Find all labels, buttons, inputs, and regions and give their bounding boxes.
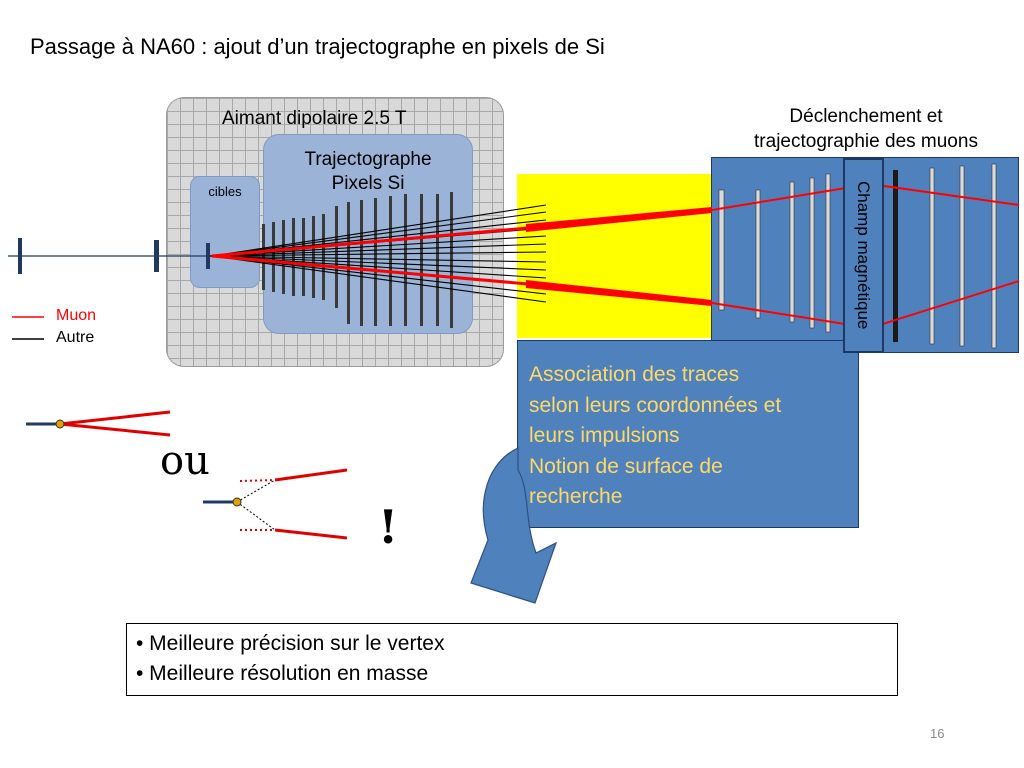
other-track	[211, 235, 547, 257]
magnetic-field-label: Champ magnétique	[854, 181, 873, 330]
chamber	[929, 167, 935, 345]
page-number: 16	[930, 726, 945, 741]
other-track	[211, 255, 547, 263]
other-track	[211, 204, 547, 257]
chamber	[809, 177, 815, 329]
spectrometer-chambers	[718, 163, 997, 349]
vertex1-muon-lower	[59, 422, 171, 437]
vertex1-muon-upper	[59, 410, 171, 426]
vertex2-muon-upper	[274, 468, 348, 482]
vertex2-dotted-upper	[236, 479, 276, 503]
pixel-plane	[322, 214, 325, 300]
muon-absorber-upper	[526, 207, 712, 232]
other-track	[211, 255, 547, 303]
vertex2-dotted-lower	[236, 501, 276, 531]
exclamation-mark: !	[378, 500, 399, 554]
targets-label: cibles	[208, 184, 242, 199]
slide-title: Passage à NA60 : ajout d’un trajectograp…	[30, 34, 605, 59]
association-line: leurs impulsions	[529, 424, 680, 447]
muon-track-upper	[211, 226, 529, 258]
result-item-vertex: • Meilleure précision sur le vertex	[136, 632, 445, 655]
hadron-absorber	[517, 174, 717, 338]
chamber	[893, 170, 898, 342]
targets-region	[190, 176, 260, 288]
other-track	[211, 211, 547, 257]
beam-detector	[154, 240, 159, 272]
pixel-plane	[360, 200, 363, 326]
chamber	[959, 165, 965, 347]
tracker-label-line1: Trajectographe	[304, 149, 432, 170]
pixel-plane	[302, 218, 305, 296]
trigger-label-line2: trajectographie des muons	[754, 131, 978, 152]
target-disk	[206, 243, 210, 269]
vertex2-point	[232, 497, 242, 507]
vertex2-red-dots-upper	[239, 479, 276, 482]
association-box	[517, 340, 859, 528]
pixel-plane	[374, 198, 377, 326]
trigger-label-line1: Déclenchement et	[789, 106, 943, 127]
association-line: selon leurs coordonnées et	[529, 393, 782, 417]
muon-absorber-lower	[526, 280, 712, 306]
result-item-mass: • Meilleure résolution en masse	[136, 662, 429, 685]
other-track	[211, 255, 547, 271]
tracker-label-line2: Pixels Si	[331, 173, 405, 194]
association-text: Association des traces selon leurs coord…	[529, 360, 851, 513]
chamber	[789, 181, 795, 323]
or-label: ou	[160, 438, 210, 484]
results-box	[126, 623, 898, 696]
curved-arrow	[470, 447, 558, 604]
magnetic-field-box	[843, 158, 884, 353]
vertex1-point	[55, 419, 65, 429]
pixel-plane	[347, 202, 350, 324]
pixel-plane	[312, 216, 315, 298]
magnet-label: Aimant dipolaire 2.5 T	[222, 108, 407, 129]
pixel-tracker-label: Trajectographe Pixels Si	[263, 148, 473, 196]
trigger-label: Déclenchement et trajectographie des muo…	[726, 104, 1006, 154]
muon-track-lower	[211, 254, 529, 286]
chamber	[755, 189, 761, 319]
association-line: Association des traces	[529, 363, 740, 386]
legend-other-label: Autre	[56, 329, 95, 346]
chamber	[991, 163, 997, 349]
chamber	[825, 173, 831, 333]
association-line: recherche	[529, 485, 623, 508]
other-track	[211, 251, 547, 257]
beam-detector	[18, 238, 22, 274]
chamber	[718, 189, 725, 311]
legend-muon-label: Muon	[56, 307, 97, 324]
vertex2-muon-lower	[274, 528, 348, 540]
association-line: Notion de surface de	[529, 454, 723, 478]
other-track	[211, 243, 547, 257]
pixel-plane	[389, 196, 392, 326]
pixel-plane	[335, 206, 338, 308]
